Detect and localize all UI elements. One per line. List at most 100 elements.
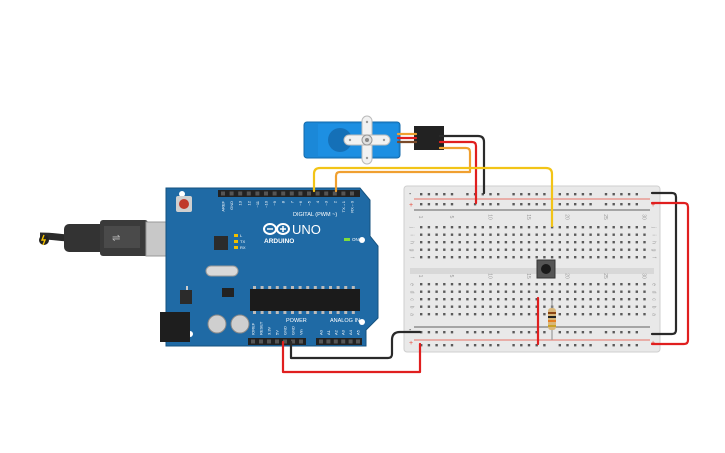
terminal-hole[interactable]: [481, 283, 484, 286]
terminal-hole[interactable]: [604, 305, 608, 308]
rail-hole[interactable]: [450, 203, 454, 206]
wire-rail-ground-jumper[interactable]: [650, 191, 678, 336]
terminal-hole[interactable]: [443, 226, 446, 229]
terminal-hole[interactable]: [504, 283, 508, 286]
terminal-hole[interactable]: [558, 226, 561, 229]
rail-hole[interactable]: [535, 331, 538, 334]
terminal-hole[interactable]: [497, 313, 500, 316]
rail-hole[interactable]: [512, 344, 515, 347]
rail-hole[interactable]: [627, 193, 631, 196]
terminal-hole[interactable]: [535, 290, 538, 293]
terminal-hole[interactable]: [466, 298, 469, 301]
rail-hole[interactable]: [566, 203, 569, 206]
terminal-hole[interactable]: [597, 241, 600, 244]
terminal-hole[interactable]: [504, 305, 508, 308]
rail-hole[interactable]: [558, 203, 561, 206]
terminal-hole[interactable]: [497, 305, 500, 308]
terminal-hole[interactable]: [466, 283, 469, 286]
terminal-hole[interactable]: [435, 290, 438, 293]
terminal-hole[interactable]: [489, 290, 492, 293]
rail-hole[interactable]: [512, 203, 515, 206]
terminal-hole[interactable]: [435, 305, 438, 308]
rail-hole[interactable]: [527, 203, 531, 206]
terminal-hole[interactable]: [443, 233, 446, 236]
terminal-hole[interactable]: [489, 256, 492, 259]
rail-hole[interactable]: [620, 193, 623, 196]
terminal-hole[interactable]: [435, 226, 438, 229]
terminal-hole[interactable]: [543, 256, 546, 259]
digital-pin-hole[interactable]: [289, 191, 294, 196]
terminal-hole[interactable]: [473, 226, 477, 229]
usb-cable[interactable]: ⇌: [39, 220, 173, 257]
digital-pin-hole[interactable]: [272, 191, 277, 196]
terminal-hole[interactable]: [543, 283, 546, 286]
terminal-hole[interactable]: [458, 305, 461, 308]
rail-hole[interactable]: [497, 203, 500, 206]
analog-header[interactable]: [316, 338, 362, 345]
terminal-hole[interactable]: [481, 256, 484, 259]
terminal-hole[interactable]: [458, 298, 461, 301]
terminal-hole[interactable]: [489, 233, 492, 236]
terminal-hole[interactable]: [535, 233, 538, 236]
digital-pin-hole[interactable]: [238, 191, 243, 196]
rail-hole[interactable]: [635, 193, 638, 196]
terminal-hole[interactable]: [450, 290, 454, 293]
terminal-hole[interactable]: [550, 241, 554, 244]
wire-servo-power[interactable]: [438, 140, 478, 205]
terminal-hole[interactable]: [435, 241, 438, 244]
digital-pin-hole[interactable]: [307, 191, 311, 196]
terminal-hole[interactable]: [520, 298, 523, 301]
terminal-hole[interactable]: [620, 290, 623, 293]
power-pin-hole[interactable]: [275, 339, 279, 344]
terminal-hole[interactable]: [627, 226, 631, 229]
terminal-hole[interactable]: [520, 226, 523, 229]
terminal-hole[interactable]: [550, 233, 554, 236]
terminal-hole[interactable]: [497, 290, 500, 293]
rail-hole[interactable]: [627, 331, 631, 334]
terminal-hole[interactable]: [497, 248, 500, 251]
analog-pin-hole[interactable]: [348, 339, 353, 344]
power-pin-hole[interactable]: [299, 339, 303, 344]
terminal-hole[interactable]: [512, 305, 515, 308]
terminal-hole[interactable]: [604, 241, 608, 244]
rail-hole[interactable]: [497, 193, 500, 196]
terminal-hole[interactable]: [481, 305, 484, 308]
terminal-hole[interactable]: [558, 283, 561, 286]
terminal-hole[interactable]: [450, 256, 454, 259]
rail-hole[interactable]: [543, 203, 546, 206]
terminal-hole[interactable]: [420, 233, 423, 236]
analog-pin-hole[interactable]: [326, 339, 331, 344]
terminal-hole[interactable]: [566, 233, 569, 236]
terminal-hole[interactable]: [581, 313, 585, 316]
terminal-hole[interactable]: [535, 305, 538, 308]
terminal-hole[interactable]: [443, 256, 446, 259]
terminal-hole[interactable]: [597, 233, 600, 236]
terminal-hole[interactable]: [520, 313, 523, 316]
rail-hole[interactable]: [450, 193, 454, 196]
rail-hole[interactable]: [558, 193, 561, 196]
rail-hole[interactable]: [466, 203, 469, 206]
terminal-hole[interactable]: [535, 298, 538, 301]
rail-hole[interactable]: [520, 331, 523, 334]
terminal-hole[interactable]: [450, 283, 454, 286]
rail-hole[interactable]: [427, 331, 431, 334]
terminal-hole[interactable]: [589, 241, 592, 244]
terminal-hole[interactable]: [643, 256, 646, 259]
terminal-hole[interactable]: [497, 256, 500, 259]
terminal-hole[interactable]: [420, 298, 423, 301]
terminal-hole[interactable]: [504, 241, 508, 244]
terminal-hole[interactable]: [520, 256, 523, 259]
terminal-hole[interactable]: [450, 226, 454, 229]
terminal-hole[interactable]: [527, 226, 531, 229]
terminal-hole[interactable]: [574, 313, 577, 316]
terminal-hole[interactable]: [443, 298, 446, 301]
terminal-hole[interactable]: [627, 305, 631, 308]
terminal-hole[interactable]: [497, 298, 500, 301]
terminal-hole[interactable]: [574, 290, 577, 293]
terminal-hole[interactable]: [581, 241, 585, 244]
rail-hole[interactable]: [604, 203, 608, 206]
terminal-hole[interactable]: [597, 298, 600, 301]
terminal-hole[interactable]: [504, 256, 508, 259]
rail-hole[interactable]: [543, 331, 546, 334]
terminal-hole[interactable]: [535, 226, 538, 229]
